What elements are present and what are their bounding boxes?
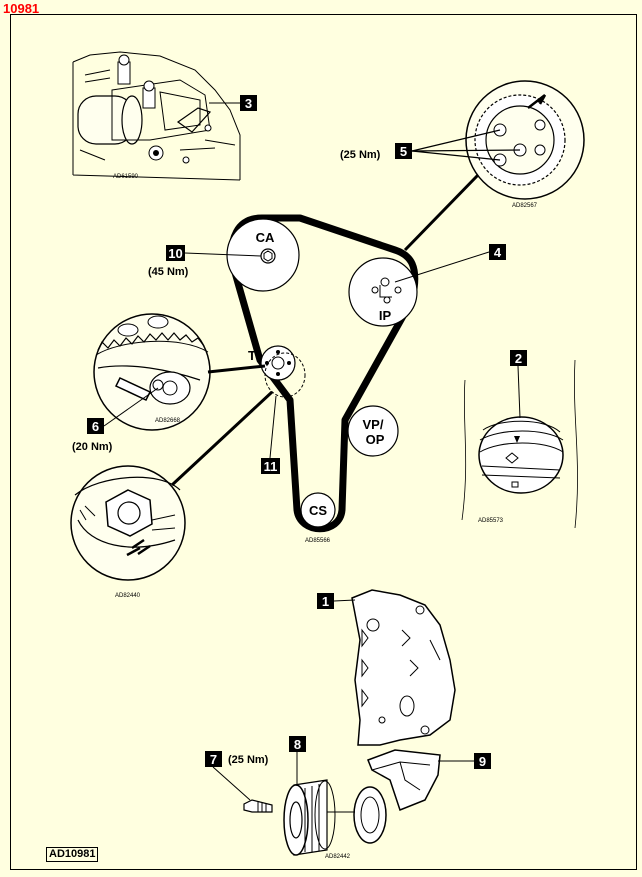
- callout-10: 10: [166, 245, 185, 261]
- callout-4-label: 4: [494, 245, 502, 260]
- pulley-bolt: [243, 799, 273, 813]
- detail-ref-ad82440: AD82440: [115, 593, 141, 599]
- callout-9-label: 9: [479, 754, 486, 769]
- callout-6-label: 6: [92, 419, 99, 434]
- callout-8: 8: [289, 736, 306, 752]
- callout-5-label: 5: [400, 144, 407, 159]
- callout-3-label: 3: [245, 96, 252, 111]
- timing-belt-cover: [351, 589, 456, 746]
- callout-5: 5: [395, 143, 412, 159]
- pulley-label-t: T: [248, 348, 256, 363]
- camshaft-housing-detail: AD61590: [72, 51, 241, 181]
- callout-8-label: 8: [294, 737, 301, 752]
- crankshaft-damper-pulley: AD82442: [283, 779, 351, 860]
- callout-10-label: 10: [168, 246, 182, 261]
- page-frame: [10, 14, 637, 870]
- callout-7: 7: [205, 751, 222, 767]
- vacuum-oil-pump-pulley: VP/ OP: [347, 405, 399, 457]
- callout-1: 1: [317, 593, 334, 609]
- camshaft-pulley: CA: [226, 218, 300, 292]
- torque-5: (25 Nm): [340, 149, 381, 161]
- page-number: 10981: [3, 1, 40, 16]
- detail-ref-ad82442: AD82442: [325, 854, 351, 860]
- callout-11-label: 11: [264, 459, 278, 474]
- torque-10: (45 Nm): [148, 266, 189, 278]
- lower-cover: [367, 749, 441, 811]
- pulley-label-ip: IP: [379, 308, 392, 323]
- torque-7: (25 Nm): [228, 754, 269, 766]
- detail-ref-ad85573: AD85573: [478, 518, 504, 524]
- pulley-label-cs: CS: [309, 503, 327, 518]
- tensioner-pulley: T: [248, 345, 306, 398]
- injection-pump-sprocket-detail: AD82567: [465, 80, 585, 209]
- pulley-label-vp: VP/: [363, 417, 384, 432]
- callout-3: 3: [240, 95, 257, 111]
- detail-ref-ad82668: AD82668: [155, 418, 181, 424]
- pulley-label-op: OP: [366, 432, 385, 447]
- callout-2-label: 2: [515, 351, 522, 366]
- detail-ref-ad85566: AD85566: [305, 538, 331, 544]
- crankshaft-seal: [327, 786, 387, 844]
- torque-6: (20 Nm): [72, 441, 113, 453]
- pulley-label-ca: CA: [256, 230, 275, 245]
- crankshaft-pulley: CS: [300, 492, 336, 528]
- injection-pump-pulley: IP: [348, 257, 418, 327]
- belt-marking-detail: AD85573: [461, 359, 578, 529]
- callout-4: 4: [489, 244, 506, 260]
- callout-9: 9: [474, 753, 491, 769]
- callout-11: 11: [261, 458, 280, 474]
- tensioner-adjust-detail: AD82668: [93, 313, 211, 431]
- detail-ref-ad82567: AD82567: [512, 203, 538, 209]
- tensioner-bolt-detail: AD82440: [70, 465, 186, 599]
- detail-ref-ad61590: AD61590: [113, 174, 139, 180]
- callout-6: 6: [87, 418, 104, 434]
- reference-code: AD10981: [46, 847, 99, 862]
- callout-2: 2: [510, 350, 527, 366]
- callout-1-label: 1: [322, 594, 329, 609]
- callout-7-label: 7: [210, 752, 217, 767]
